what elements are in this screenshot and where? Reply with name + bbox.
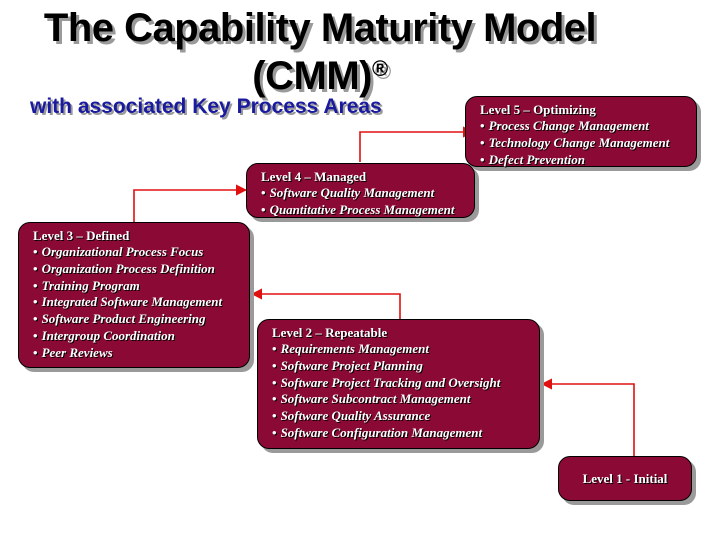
kpa-item: Organization Process Definition [33,261,241,278]
diagram-title: The Capability Maturity Model [43,6,597,50]
kpa-item: Software Quality Management [261,185,466,202]
level-2-box: Level 2 – Repeatable Requirements Manage… [257,319,540,449]
kpa-item: Training Program [33,278,241,295]
level-2-kpa-list: Requirements Management Software Project… [266,341,531,442]
kpa-item: Software Product Engineering [33,311,241,328]
kpa-item: Intergroup Coordination [33,328,241,345]
kpa-item: Process Change Management [480,118,688,135]
level-4-title: Level 4 – Managed [261,169,367,184]
level-4-box: Level 4 – Managed Software Quality Manag… [246,163,475,218]
level-5-kpa-list: Process Change Management Technology Cha… [474,118,688,168]
arrow-level4-to-level5 [359,126,475,162]
kpa-item: Organizational Process Focus [33,244,241,261]
kpa-item: Software Configuration Management [272,425,531,442]
kpa-item: Integrated Software Management [33,294,241,311]
diagram-subtitle: with associated Key Process Areas [30,95,382,118]
arrow-level2-to-level3 [250,288,401,320]
kpa-item: Peer Reviews [33,345,241,362]
level-2-title: Level 2 – Repeatable [272,325,388,340]
arrow-level1-to-level2 [540,378,635,456]
level-3-kpa-list: Organizational Process Focus Organizatio… [27,244,241,362]
kpa-item: Requirements Management [272,341,531,358]
registered-mark: ® [371,56,388,81]
level-4-kpa-list: Software Quality Management Quantitative… [255,185,466,219]
level-1-title: Level 1 - Initial [582,471,668,486]
level-5-box: Level 5 – Optimizing Process Change Mana… [465,96,697,167]
kpa-item: Software Project Tracking and Oversight [272,375,531,392]
arrow-level3-to-level4 [133,184,248,222]
level-1-box: Level 1 - Initial [558,456,692,501]
kpa-item: Software Subcontract Management [272,391,531,408]
acronym-text: (CMM) [252,54,372,98]
level-3-title: Level 3 – Defined [33,228,130,243]
level-5-title: Level 5 – Optimizing [480,102,596,117]
kpa-item: Quantitative Process Management [261,202,466,219]
level-3-box: Level 3 – Defined Organizational Process… [18,222,250,368]
kpa-item: Software Project Planning [272,358,531,375]
kpa-item: Technology Change Management [480,135,688,152]
kpa-item: Software Quality Assurance [272,408,531,425]
diagram-title-acronym: (CMM)® [0,56,640,96]
kpa-item: Defect Prevention [480,152,688,169]
